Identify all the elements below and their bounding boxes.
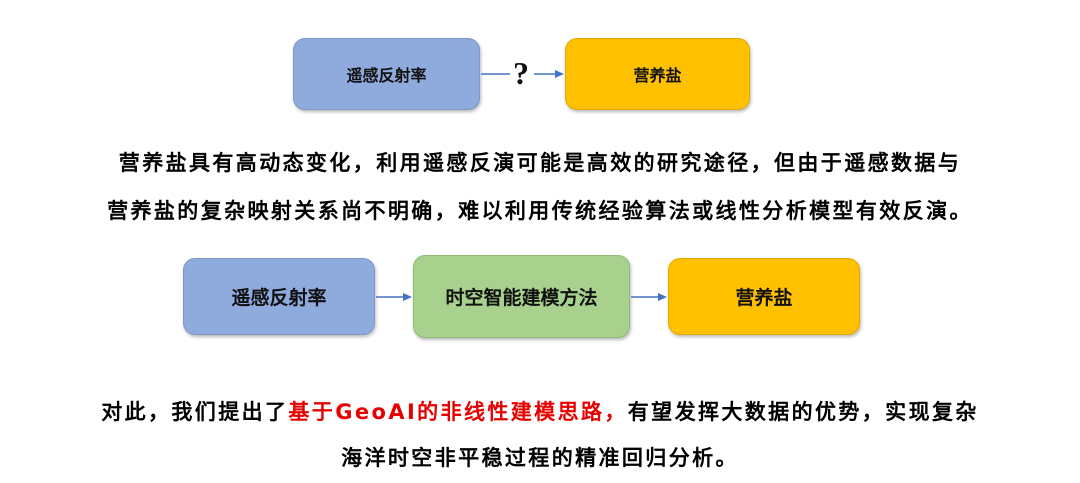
paragraph-1-line-2: 营养盐的复杂映射关系尚不明确，难以利用传统经验算法或线性分析模型有效反演。: [107, 199, 973, 223]
paragraph-1-line-1: 营养盐具有高动态变化，利用遥感反演可能是高效的研究途径，但由于遥感数据与: [118, 151, 962, 175]
paragraph-2-prefix: 对此，我们提出了: [101, 400, 289, 424]
top-target-box: 营养盐: [565, 38, 750, 110]
paragraph-2-suffix: 有望发挥大数据的优势，实现复杂: [627, 400, 979, 424]
middle-arrow-1: [376, 293, 412, 301]
middle-arrow-2-head: [658, 293, 667, 301]
middle-arrow-1-head: [403, 293, 412, 301]
paragraph-2-highlight: 基于GeoAI的非线性建模思路，: [288, 400, 628, 424]
top-arrow-head: [555, 70, 564, 78]
middle-target-box: 营养盐: [668, 258, 860, 335]
paragraph-2-line-2: 海洋时空非平稳过程的精准回归分析。: [341, 446, 739, 470]
middle-target-label: 营养盐: [735, 287, 793, 309]
top-target-label: 营养盐: [633, 66, 682, 85]
middle-method-box: 时空智能建模方法: [413, 255, 630, 338]
middle-arrow-2: [631, 293, 667, 301]
unknown-relation-question-mark: ?: [513, 54, 529, 91]
top-arrow: [534, 70, 564, 78]
paragraph-2-line-1: 对此，我们提出了基于GeoAI的非线性建模思路，有望发挥大数据的优势，实现复杂: [0, 397, 1080, 427]
middle-source-box: 遥感反射率: [183, 258, 375, 335]
middle-method-label: 时空智能建模方法: [445, 287, 598, 309]
top-source-box: 遥感反射率: [293, 38, 480, 110]
middle-source-label: 遥感反射率: [231, 287, 327, 309]
top-source-label: 遥感反射率: [346, 66, 427, 85]
